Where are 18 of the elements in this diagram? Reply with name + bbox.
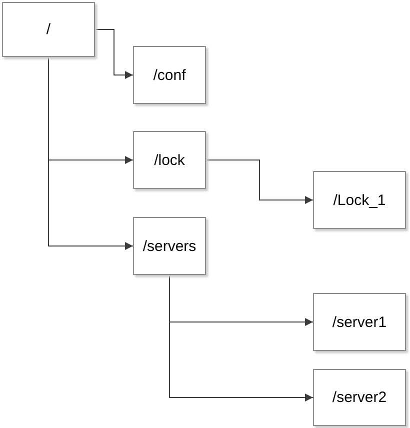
folder-path: /server1: [332, 314, 387, 330]
folder-path: /: [46, 21, 51, 38]
folder-path: /Lock_1: [333, 192, 386, 208]
arrow: [94, 29, 134, 79]
folder-box: [133, 217, 206, 275]
folder-path: /servers: [142, 238, 196, 254]
arrow: [48, 56, 134, 250]
arrow: [169, 274, 314, 402]
folder-box: [313, 171, 406, 229]
arrow: [206, 160, 314, 204]
folder-path: /server2: [332, 389, 387, 406]
folder-box: [313, 369, 406, 426]
folder-path: /conf: [153, 66, 186, 84]
folder-box: [133, 46, 206, 104]
folder-box: [2, 2, 95, 57]
folder-path: /lock: [154, 152, 185, 168]
folder-box: [313, 293, 406, 351]
folder-box: [133, 131, 206, 189]
